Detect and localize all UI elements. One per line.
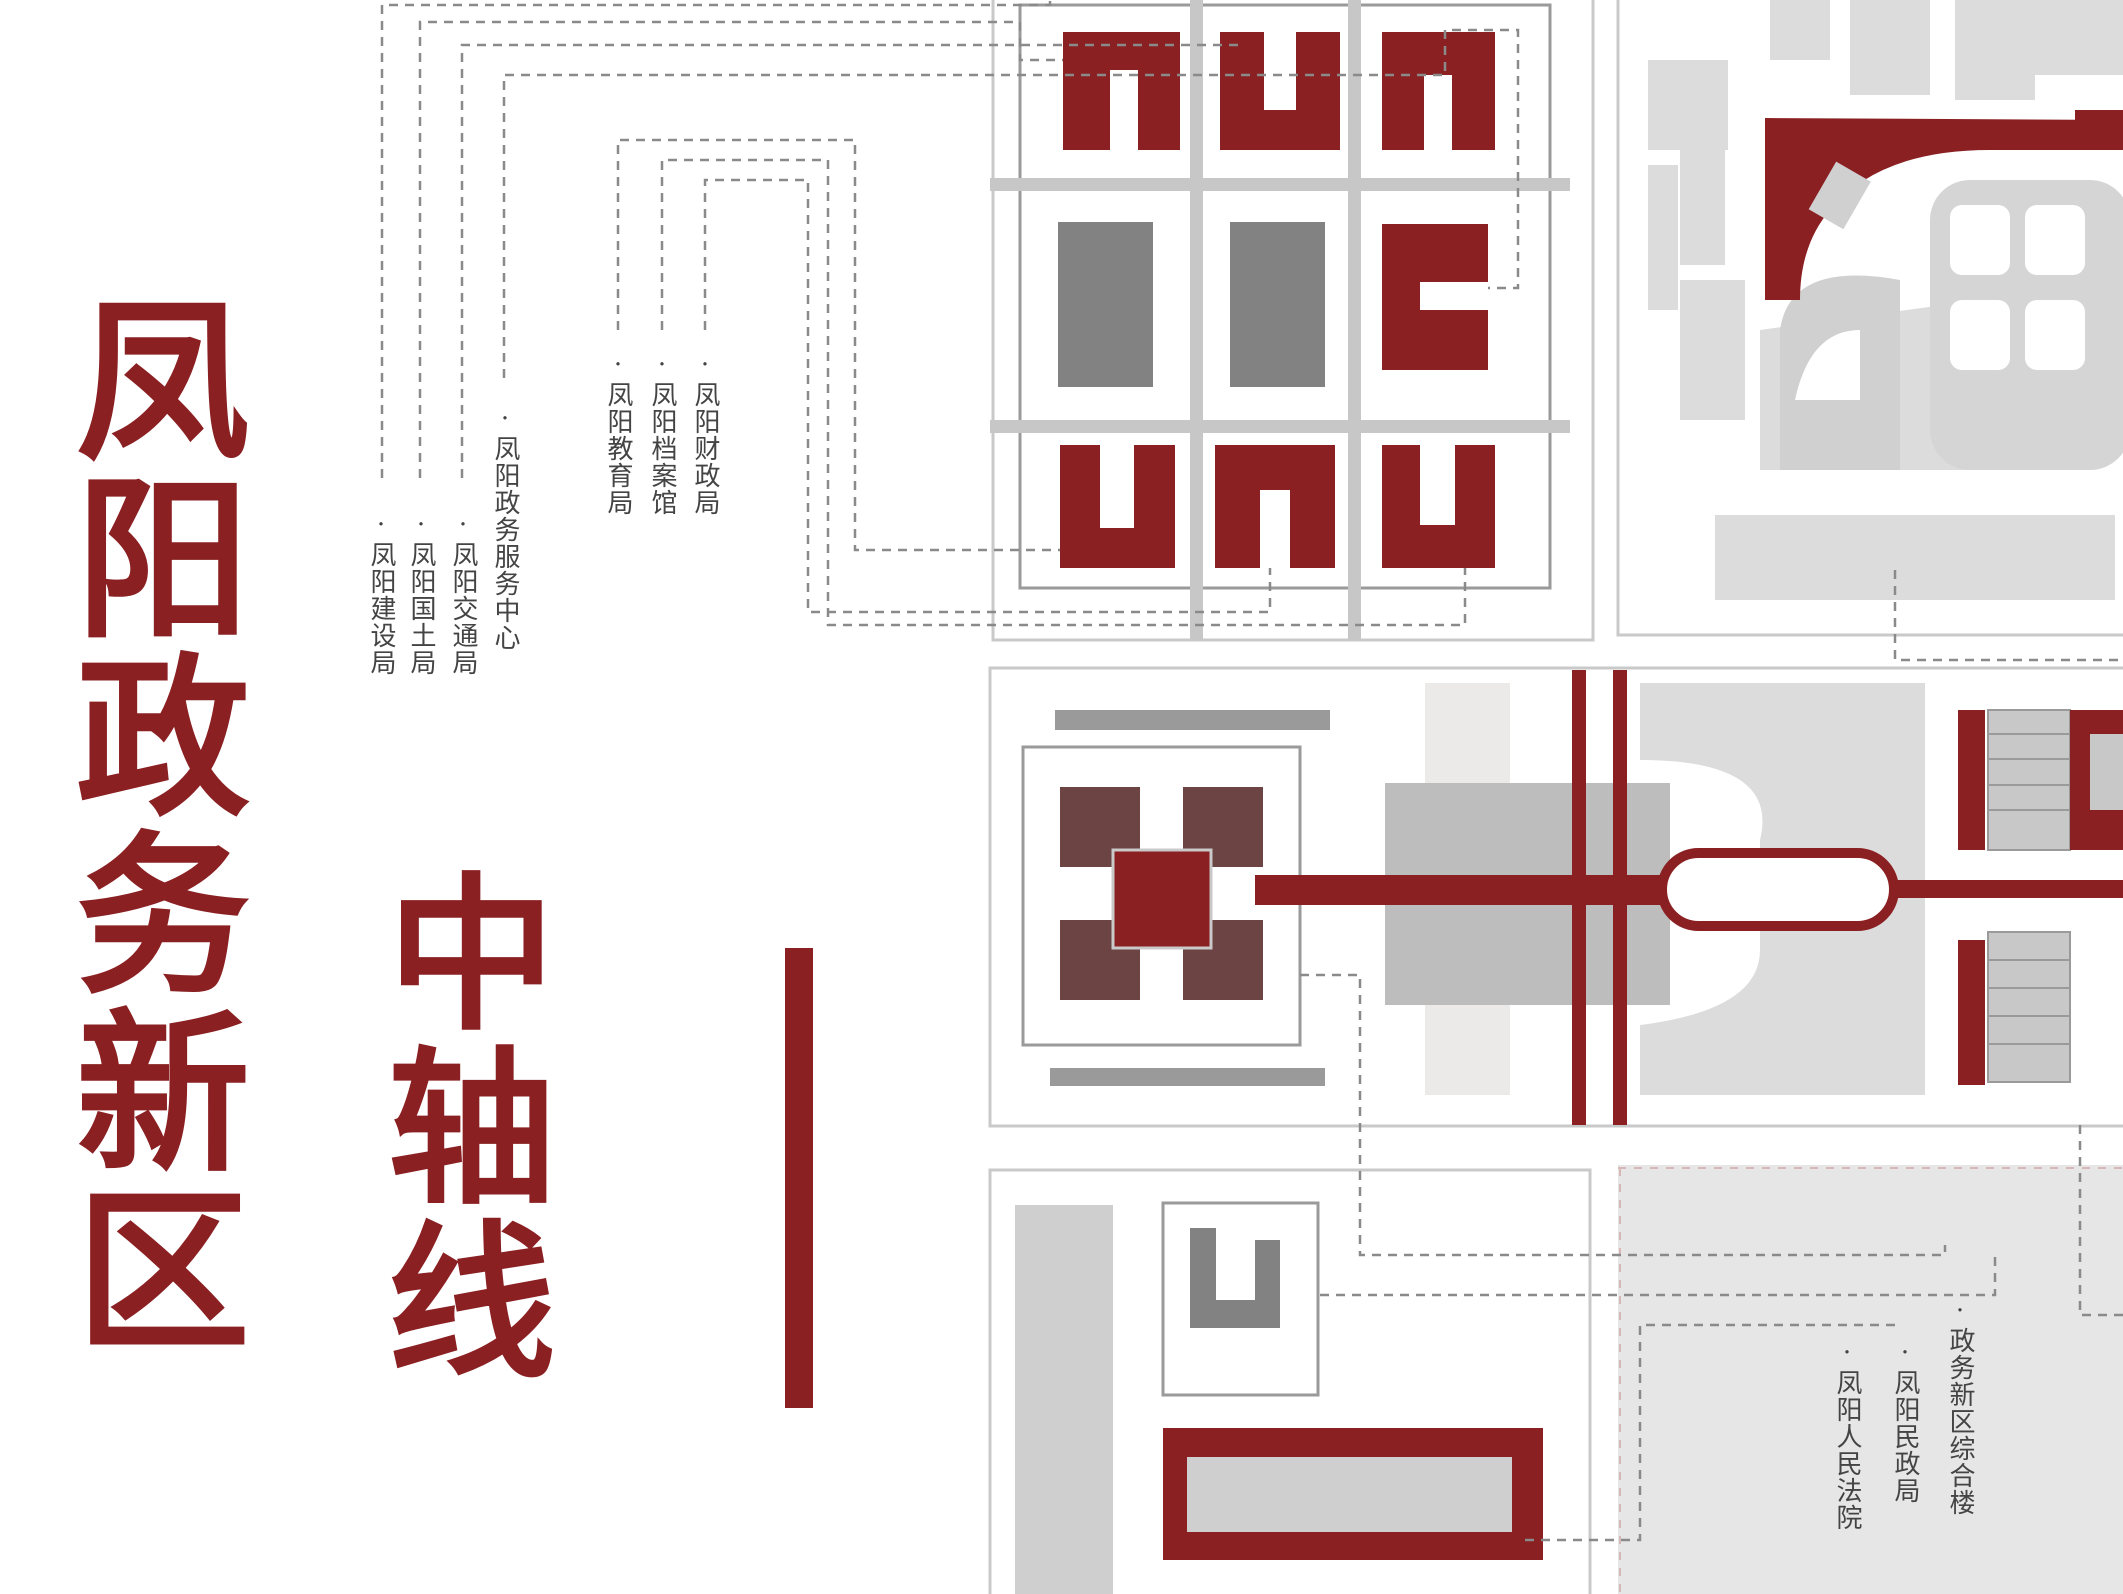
main-title: 凤阳政务新区 — [46, 290, 250, 1358]
south-west-block — [988, 1168, 1592, 1594]
building-zhengwu-center — [1382, 224, 1488, 370]
building-caizheng — [1382, 445, 1495, 568]
building-gray-2 — [1230, 222, 1325, 387]
label-minzheng: ·凤阳民政局 — [1890, 1338, 1920, 1504]
building-fayuan — [1190, 1228, 1280, 1328]
leader-lines — [380, 0, 2123, 1542]
north-west-block — [990, 0, 1595, 642]
building-brick-south — [1958, 931, 2071, 1085]
axis-oval — [1657, 848, 1899, 931]
label-guotu: ·凤阳国土局 — [406, 510, 436, 676]
block-outline — [988, 1168, 1592, 1594]
building-arc-red — [1765, 118, 2123, 300]
north-east-block — [1616, 0, 2123, 637]
label-jianshe: ·凤阳建设局 — [366, 510, 396, 676]
label-caizheng: ·凤阳财政局 — [690, 350, 720, 516]
building-jianshe — [1063, 32, 1180, 150]
south-east-block — [1618, 1165, 2123, 1594]
axis-line — [1255, 875, 1675, 905]
label-zhengwu-center: ·凤阳政务服务中心 — [490, 404, 520, 651]
inner-outline — [1018, 3, 1552, 590]
accent-bar — [785, 948, 813, 1408]
building-brick-north — [1958, 709, 2123, 851]
label-fayuan: ·凤阳人民法院 — [1832, 1338, 1862, 1531]
block-outline — [1616, 0, 2123, 637]
building-dangan — [1215, 445, 1335, 568]
label-dangan: ·凤阳档案馆 — [647, 350, 677, 516]
courtyard-outline — [1161, 1201, 1320, 1397]
subtitle: 中轴线 — [359, 866, 557, 1388]
axis-bar-1 — [1572, 670, 1586, 1125]
building-jiaotong — [1382, 32, 1495, 150]
label-zonghe: ·政务新区综合楼 — [1945, 1296, 1975, 1516]
label-jiaotong: ·凤阳交通局 — [448, 510, 478, 676]
building-center-red — [1111, 848, 1213, 950]
central-axis-block — [988, 666, 2123, 1128]
axis-bar-2 — [1613, 670, 1627, 1125]
block-outline — [988, 666, 2123, 1128]
block-outline — [991, 0, 1595, 642]
label-jiaoyu: ·凤阳教育局 — [603, 350, 633, 516]
building-guotu — [1220, 32, 1340, 150]
building-jiaoyu — [1060, 445, 1175, 568]
building-gray-1 — [1058, 222, 1153, 387]
